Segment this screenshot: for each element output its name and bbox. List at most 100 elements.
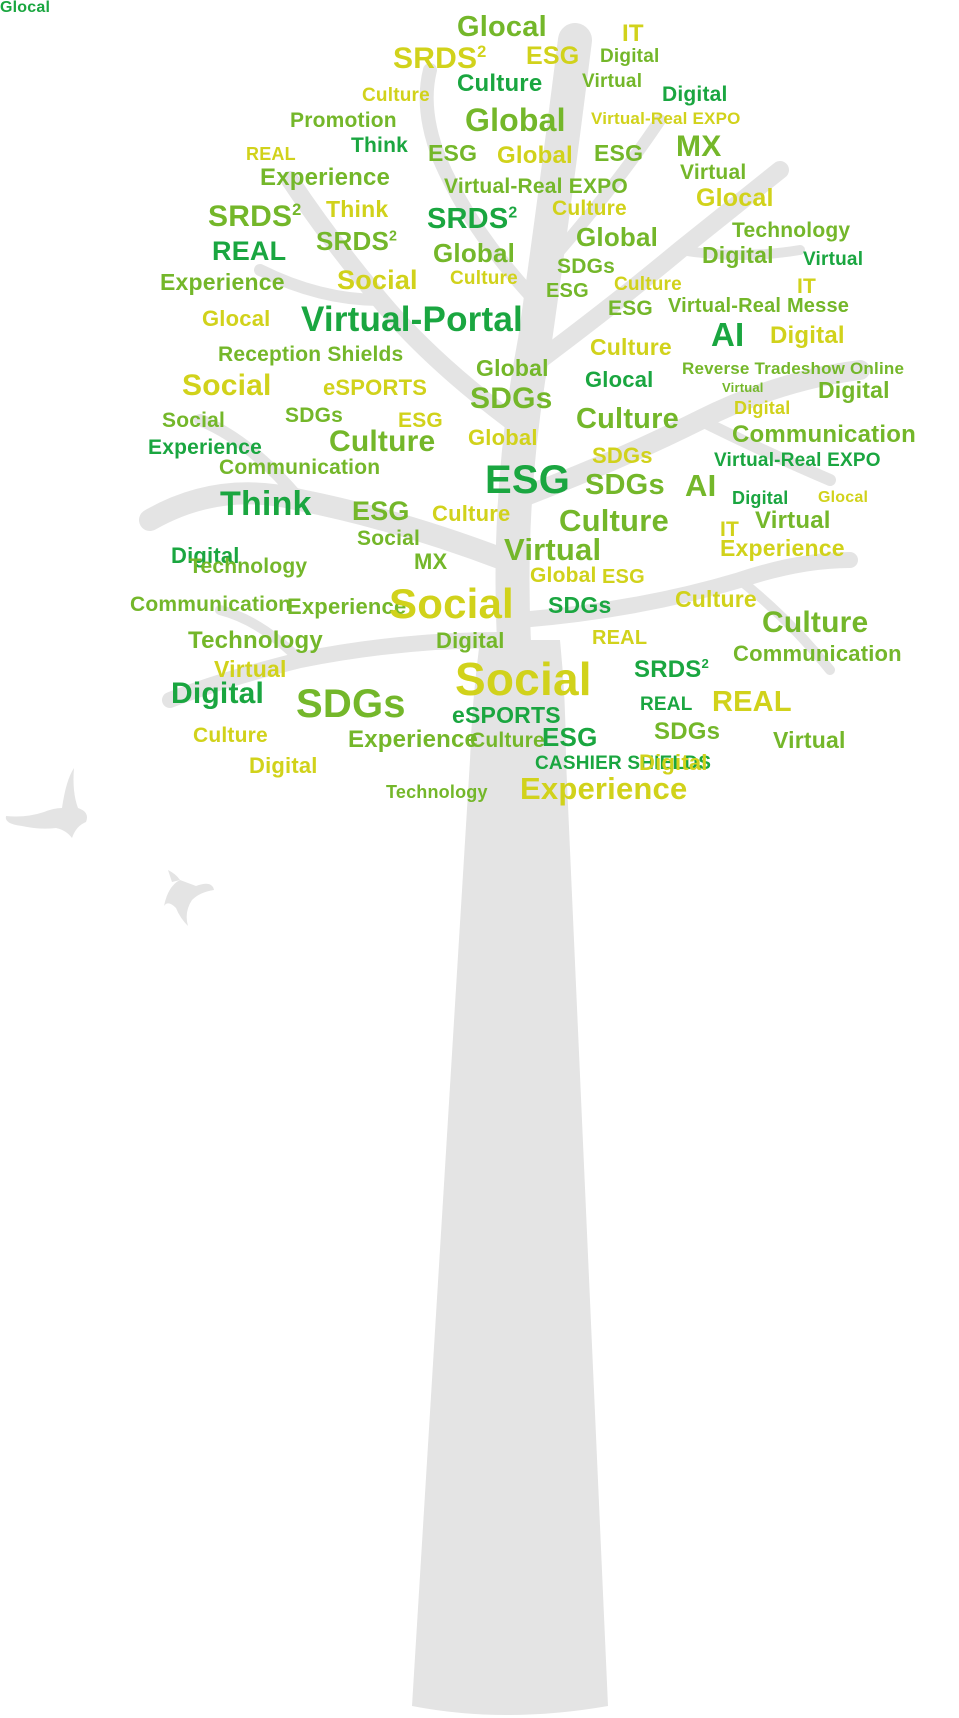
word-text: Digital: [249, 753, 318, 778]
word-global: Global: [576, 224, 658, 250]
word-text: Virtual-Real EXPO: [444, 175, 628, 198]
word-text: Think: [220, 485, 312, 523]
word-technology: Technology: [386, 783, 488, 801]
word-text: Digital: [818, 377, 890, 403]
word-text: Technology: [386, 782, 488, 802]
word-virtual: Virtual: [755, 509, 831, 533]
word-it: IT: [622, 22, 644, 46]
word-superscript: 2: [389, 228, 398, 245]
word-real: REAL: [640, 695, 693, 714]
word-text: Social: [162, 409, 226, 432]
word-text: Culture: [362, 85, 430, 106]
word-text: REAL: [592, 627, 648, 649]
word-communication: Communication: [219, 457, 380, 478]
word-experience: Experience: [287, 596, 406, 618]
word-virtual-real-expo: Virtual-Real EXPO: [444, 176, 628, 197]
word-esg: ESG: [608, 298, 653, 319]
word-text: Virtual-Real EXPO: [591, 109, 741, 128]
word-mx: MX: [414, 551, 447, 573]
word-esg: ESG: [485, 460, 570, 500]
word-sdgs: SDGs: [296, 684, 406, 724]
word-text: Global: [576, 222, 659, 252]
word-technology: Technology: [732, 220, 850, 241]
word-text: Think: [351, 134, 408, 157]
word-experience: Experience: [260, 166, 390, 190]
word-esg: ESG: [594, 142, 643, 165]
word-text: Social: [389, 580, 514, 627]
word-culture: Culture: [470, 730, 545, 751]
word-text: Social: [357, 527, 421, 550]
word-text: SDGs: [548, 592, 612, 618]
word-experience: Experience: [160, 271, 285, 294]
bird-icon: [5, 768, 87, 838]
word-text: ESG: [352, 496, 410, 526]
word-text: Virtual: [722, 380, 764, 395]
word-global: Global: [497, 144, 573, 168]
word-text: Virtual-Real EXPO: [714, 450, 881, 471]
word-global: Global: [468, 427, 538, 449]
word-digital: Digital: [702, 244, 774, 267]
word-text: Communication: [733, 641, 902, 666]
word-reverse-tradeshow-online: Reverse Tradeshow Online: [682, 360, 904, 377]
word-text: ESG: [485, 458, 571, 502]
word-virtual-portal: Virtual-Portal: [301, 302, 523, 337]
word-text: SDGs: [296, 682, 406, 726]
word-text: ESG: [398, 409, 443, 432]
word-real: REAL: [212, 238, 286, 265]
word-esports: eSPORTS: [452, 704, 561, 727]
word-digital: Digital: [171, 545, 240, 567]
word-text: Global: [468, 425, 538, 450]
word-sdgs: SDGs: [557, 256, 615, 277]
word-glocal: Glocal: [202, 308, 270, 330]
word-text: Culture: [457, 70, 543, 97]
word-global: Global: [476, 357, 549, 380]
word-text: Culture: [450, 268, 518, 289]
word-esg: ESG: [602, 567, 645, 587]
word-it: IT: [720, 519, 739, 540]
word-virtual-real-expo: Virtual-Real EXPO: [714, 451, 881, 470]
tree-trunk: [412, 640, 608, 1715]
word-text: Glocal: [585, 367, 654, 392]
word-experience: Experience: [148, 437, 262, 458]
word-text: SRDS: [393, 42, 478, 75]
word-social: Social: [357, 528, 420, 549]
word-text: IT: [720, 518, 740, 541]
word-text: eSPORTS: [323, 375, 428, 400]
word-digital: Digital: [732, 489, 788, 507]
word-experience: Experience: [520, 773, 687, 804]
word-cashier-shields: CASHIER SHIELDS: [535, 754, 711, 773]
word-culture: Culture: [590, 336, 672, 359]
word-text: CASHIER SHIELDS: [535, 753, 712, 774]
word-text: Culture: [470, 729, 545, 752]
word-text: MX: [414, 549, 448, 574]
word-culture: Culture: [450, 269, 518, 288]
word-text: ESG: [542, 722, 598, 752]
word-text: Culture: [329, 425, 436, 458]
word-text: Communication: [130, 593, 292, 616]
word-social: Social: [337, 267, 418, 294]
word-text: ESG: [428, 140, 478, 166]
word-text: SDGs: [585, 469, 665, 501]
word-text: Global: [497, 142, 573, 169]
word-text: Reception Shields: [218, 343, 404, 366]
word-sdgs: SDGs: [285, 405, 343, 426]
word-text: AI: [711, 316, 745, 353]
word-text: ESG: [602, 566, 645, 588]
word-text: Technology: [188, 627, 323, 654]
tree-branch: [254, 264, 386, 306]
word-digital: Digital: [770, 324, 845, 348]
word-text: SRDS: [316, 226, 390, 256]
word-glocal: Glocal: [818, 490, 868, 506]
word-text: Digital: [436, 628, 505, 653]
word-glocal: Glocal: [0, 0, 50, 16]
word-virtual: Virtual: [582, 72, 642, 91]
word-digital: Digital: [639, 752, 708, 774]
tree-branch: [735, 575, 835, 675]
word-text: Culture: [614, 274, 682, 295]
word-promotion: Promotion: [290, 110, 397, 131]
word-text: REAL: [246, 144, 296, 164]
word-global: Global: [433, 240, 515, 266]
word-text: Experience: [148, 436, 263, 459]
word-text: Experience: [348, 726, 479, 753]
